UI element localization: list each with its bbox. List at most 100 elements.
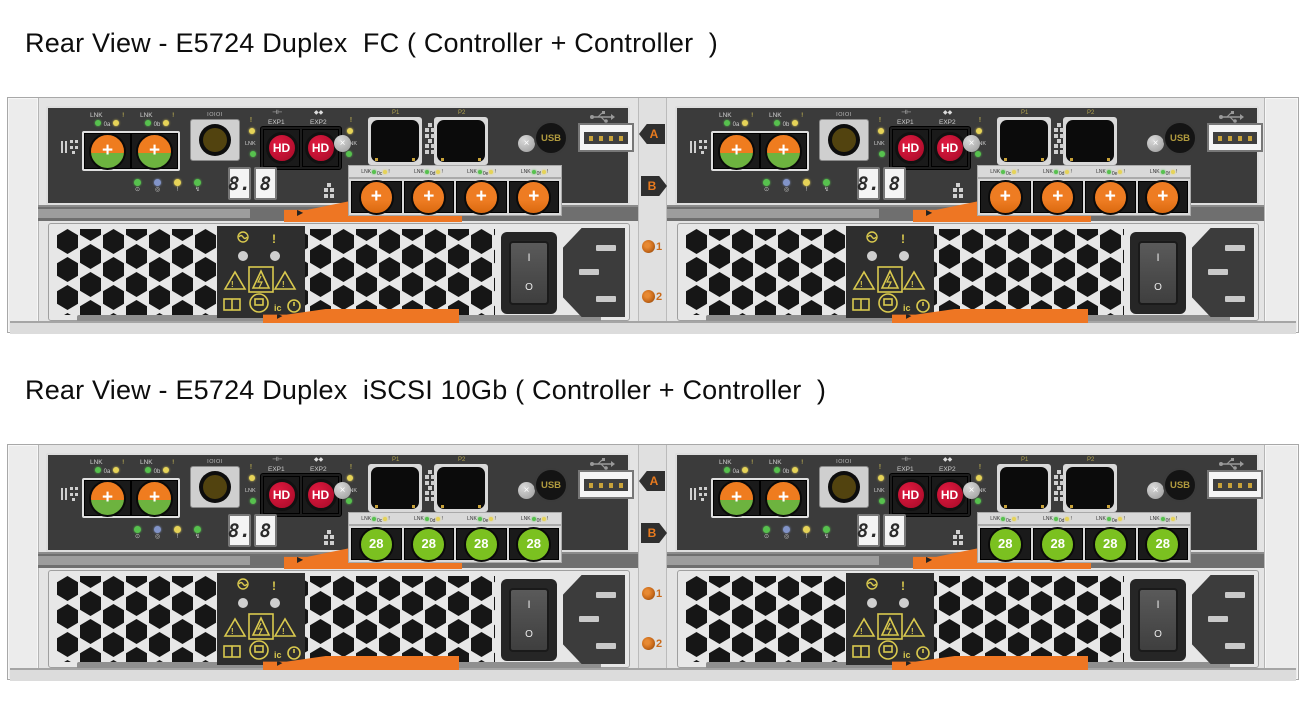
hic-port-0f: + <box>1145 179 1181 215</box>
hic-port-0d: 28 <box>1040 526 1076 562</box>
serial-port <box>190 466 240 508</box>
sas-expansion-ports: HD HD <box>260 473 342 517</box>
hic-port-0c: 28 <box>987 526 1023 562</box>
controller-canister: LNK! 0a LNK! 0b + + IOIOI ⊣⊢ ◆◆ ! ! <box>675 453 1263 563</box>
psu-led <box>238 598 248 608</box>
latch-arrow-icon: ▶ <box>297 208 304 217</box>
power-switch: I O <box>1130 579 1186 661</box>
hic-port-0f: 28 <box>516 526 552 562</box>
cache-led: ⊙ <box>134 526 141 540</box>
hic-cage: + <box>508 179 559 215</box>
alert-led <box>878 475 884 481</box>
gear-icon <box>642 290 655 303</box>
warning-triangle-icon <box>852 617 876 637</box>
clock-icon <box>287 299 301 313</box>
cache-led: ⊙ <box>763 526 770 540</box>
latch-arrow-icon: ▶ <box>277 660 283 667</box>
alert-led <box>976 128 982 134</box>
alert-led <box>742 467 749 473</box>
psu-led <box>899 251 909 261</box>
controller-psu-module: LNK! 0a LNK! 0b + + IOIOI ⊣⊢ ◆◆ ! ! <box>38 445 638 681</box>
sas-cage: HD <box>302 129 339 167</box>
controller-b-marker: B <box>641 176 667 196</box>
status-leds: ⊙ ◎ ! ↯ <box>763 179 830 193</box>
usb-port <box>578 123 634 152</box>
sas-port-exp2: HD <box>304 479 337 511</box>
controller-a-marker: A <box>639 471 665 491</box>
shock-warning-box <box>877 613 903 640</box>
latch-arrow-icon: ▶ <box>926 555 933 564</box>
alert-label: ! <box>979 117 981 124</box>
warning-triangle-icon <box>273 617 297 637</box>
base-host-ports: + + <box>82 478 180 518</box>
warning-triangle-icon <box>223 617 247 637</box>
link-led <box>879 498 885 504</box>
alert-led <box>163 120 170 126</box>
hic-port-0d: + <box>411 179 447 215</box>
link-led <box>144 120 151 126</box>
hic-host-ports: + + + + <box>977 178 1191 216</box>
ac-power-icon <box>237 578 249 590</box>
network-icon <box>1054 128 1058 132</box>
hic-cage: + <box>351 179 402 215</box>
attention-led: ! <box>174 179 181 193</box>
switch-off-label: O <box>525 282 533 294</box>
hic-cage: 28 <box>1137 526 1188 562</box>
psu-warning-icons: ! i <box>852 578 930 660</box>
display-digit: 8. <box>228 167 251 200</box>
hic-cage: + <box>1137 179 1188 215</box>
rocker-switch: I O <box>1138 241 1178 305</box>
mounting-ear-left <box>8 98 39 332</box>
controller-b-marker: B <box>641 523 667 543</box>
hic-port-0c: 28 <box>358 526 394 562</box>
base-port-labels: LNK! 0a LNK! 0b <box>711 459 811 475</box>
hic-cage: 28 <box>1032 526 1083 562</box>
sas-port-exp1: HD <box>894 132 927 164</box>
p2-label: P2 <box>458 110 466 116</box>
p1-label: P1 <box>1021 110 1029 116</box>
serial-port-label: IOIOI <box>207 112 223 118</box>
psu-warning-label: ! i <box>217 573 305 665</box>
mounting-ear-right <box>1264 98 1298 332</box>
latch-arrow-icon: ▶ <box>297 555 304 564</box>
usb-port <box>1207 123 1263 152</box>
serial-port <box>190 119 240 161</box>
serial-port-group: IOIOI <box>819 112 869 161</box>
mgmt-port-p1 <box>368 117 422 165</box>
lightning-icon <box>886 275 892 289</box>
p1-label: P1 <box>392 110 400 116</box>
link-led <box>723 120 730 126</box>
module-a-slot: LNK! 0a LNK! 0b + + IOIOI ⊣⊢ ◆◆ ! ! <box>38 445 638 681</box>
expansion-link-icon: ⊣⊢ <box>272 110 283 116</box>
locate-led: ◎ <box>154 526 161 540</box>
hic-port-0d: 28 <box>411 526 447 562</box>
serial-port <box>819 119 869 161</box>
lnk-label: LNK <box>245 141 256 147</box>
psu-warning-label: ! i <box>217 226 305 318</box>
alert-led <box>163 467 170 473</box>
mounting-ear-left <box>8 445 39 679</box>
mgmt-port-p2 <box>434 464 488 512</box>
mgmt-port-p1 <box>997 464 1051 512</box>
shock-triangle-icon <box>880 616 900 636</box>
alert-label: ! <box>879 464 881 471</box>
power-supply: ! i <box>48 223 630 325</box>
hic-port-0c: + <box>987 179 1023 215</box>
hic-port-0f: 28 <box>1145 526 1181 562</box>
temperature-icon: ic <box>274 650 282 660</box>
hic-cage: 28 <box>1085 526 1136 562</box>
psu-2-marker: 2 <box>642 637 662 650</box>
link-led <box>975 498 981 504</box>
serial-port-label: IOIOI <box>836 459 852 465</box>
diamonds-icon: ◆◆ <box>314 457 324 463</box>
diamonds-icon: ◆◆ <box>314 110 324 116</box>
sfp-cage: + <box>131 479 178 517</box>
port-label-group: LNK! 0b <box>140 112 174 128</box>
gear-icon <box>642 240 655 253</box>
sas-cage: HD <box>263 476 300 514</box>
network-icon <box>324 535 328 539</box>
